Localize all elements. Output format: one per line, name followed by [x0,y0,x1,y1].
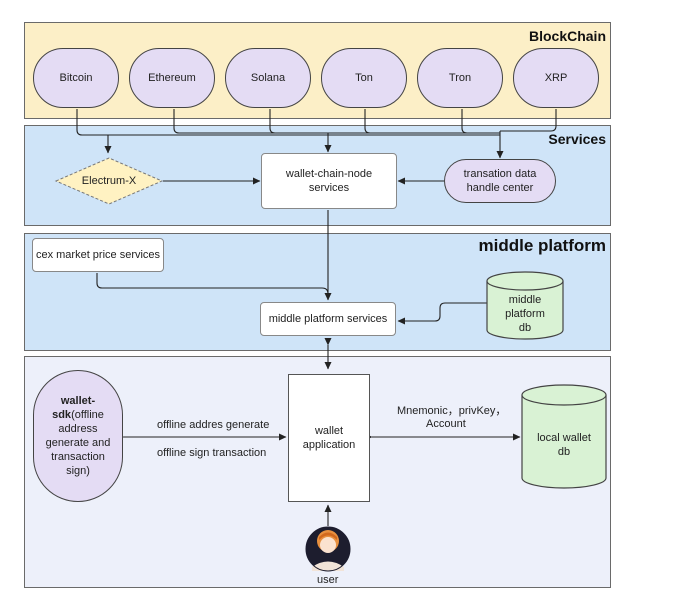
chain-solana: Solana [225,48,311,108]
account-label: Account [426,418,466,430]
solana-line [269,109,276,134]
electrum-x-label: Electrum-X [81,175,137,187]
wallet-sdk: wallet- sdk(offline address generate and… [33,370,123,502]
db-to-platform [397,302,487,325]
xrp-line [500,109,557,132]
sdk-line-2: sdk(offline [52,409,104,421]
services-title: Services [548,131,606,147]
ton-line [364,109,371,134]
chain-ton: Ton [321,48,407,108]
offline-address-label: offline addres generate [157,419,270,431]
offline-sign-label: offline sign transaction [157,447,267,459]
cex-market-price-services: cex market price services [32,238,164,272]
chain-ethereum: Ethereum [129,48,215,108]
middle-platform-title: middle platform [478,236,606,255]
wallet-application: wallet application [288,374,370,502]
middle-platform-db-label: middle platform db [505,294,545,334]
middle-platform-services: middle platform services [260,302,396,336]
cex-to-platform [96,273,329,295]
middle-platform-db-cylinder [486,271,564,340]
chain-bitcoin: Bitcoin [33,48,119,108]
user-label: user [317,574,339,586]
blockchain-title: BlockChain [528,28,606,44]
electrum-diamond [54,157,164,205]
tron-line [461,109,468,134]
user-avatar-icon [305,526,351,572]
transaction-data-handle-center: transation data handle center [444,159,556,203]
chain-tron: Tron [417,48,503,108]
local-wallet-db-cylinder [521,384,607,489]
bitcoin-line [76,109,112,154]
local-wallet-db-label: local wallet db [537,432,591,458]
mnemonic-label: Mnemonic，privKey， [397,405,507,417]
ethereum-line [173,109,500,134]
chain-xrp: XRP [513,48,599,108]
wallet-chain-node-services: wallet-chain-node services [261,153,397,209]
